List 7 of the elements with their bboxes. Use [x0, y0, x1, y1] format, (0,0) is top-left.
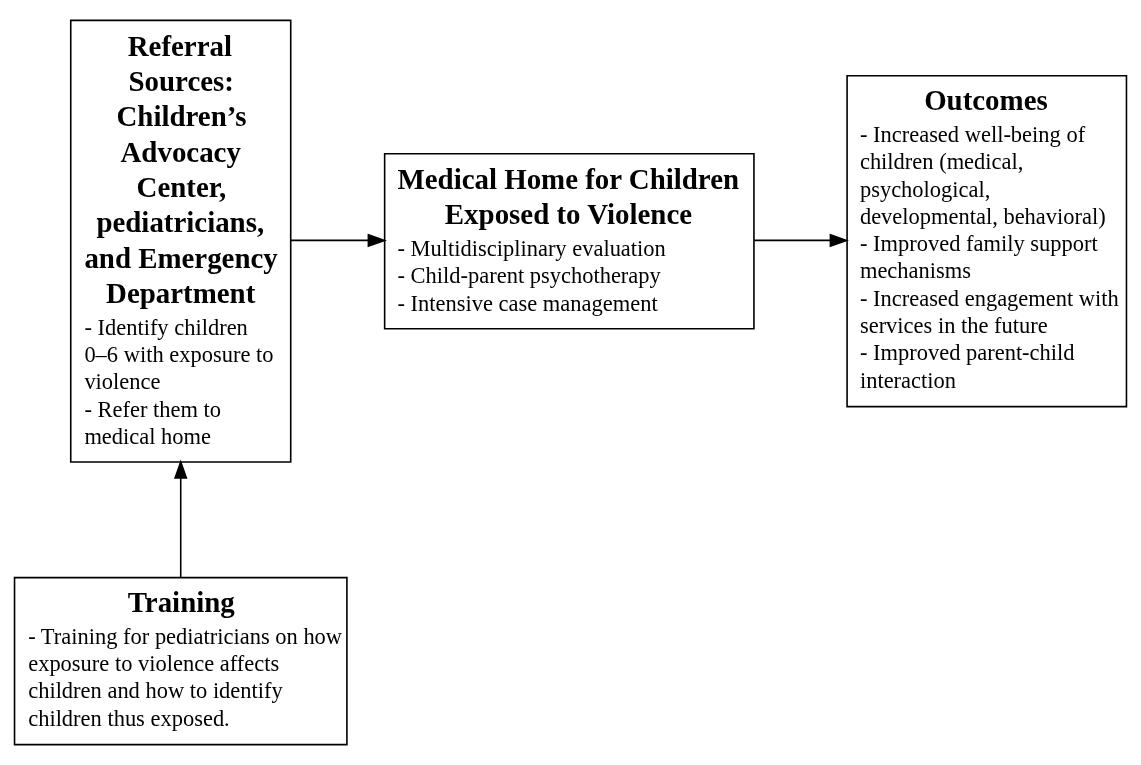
arrow [173, 459, 188, 578]
arrow [753, 233, 849, 248]
node-box: Outcomes - Increased well-being of children (medical, psychological, developmental, behavioral) - Improved family support mechanisms - Increased engagement with services in the future - Improved parent-child interaction [846, 75, 1128, 408]
node-box: Medical Home for Children Exposed to Violence - Multidisciplinary evaluation - Child-parent psychotherapy - Intensive case management [383, 152, 755, 330]
node-box: Referral Sources: Children’s Advocacy Center, pediatricians, and Emergency Department - Identify children 0–6 with exposure to violence - Refer them to medical home [69, 19, 292, 463]
node-box: Training - Training for pediatricians on how exposure to violence affects children and how to identify children thus exposed. [13, 576, 348, 746]
arrow [290, 233, 387, 248]
